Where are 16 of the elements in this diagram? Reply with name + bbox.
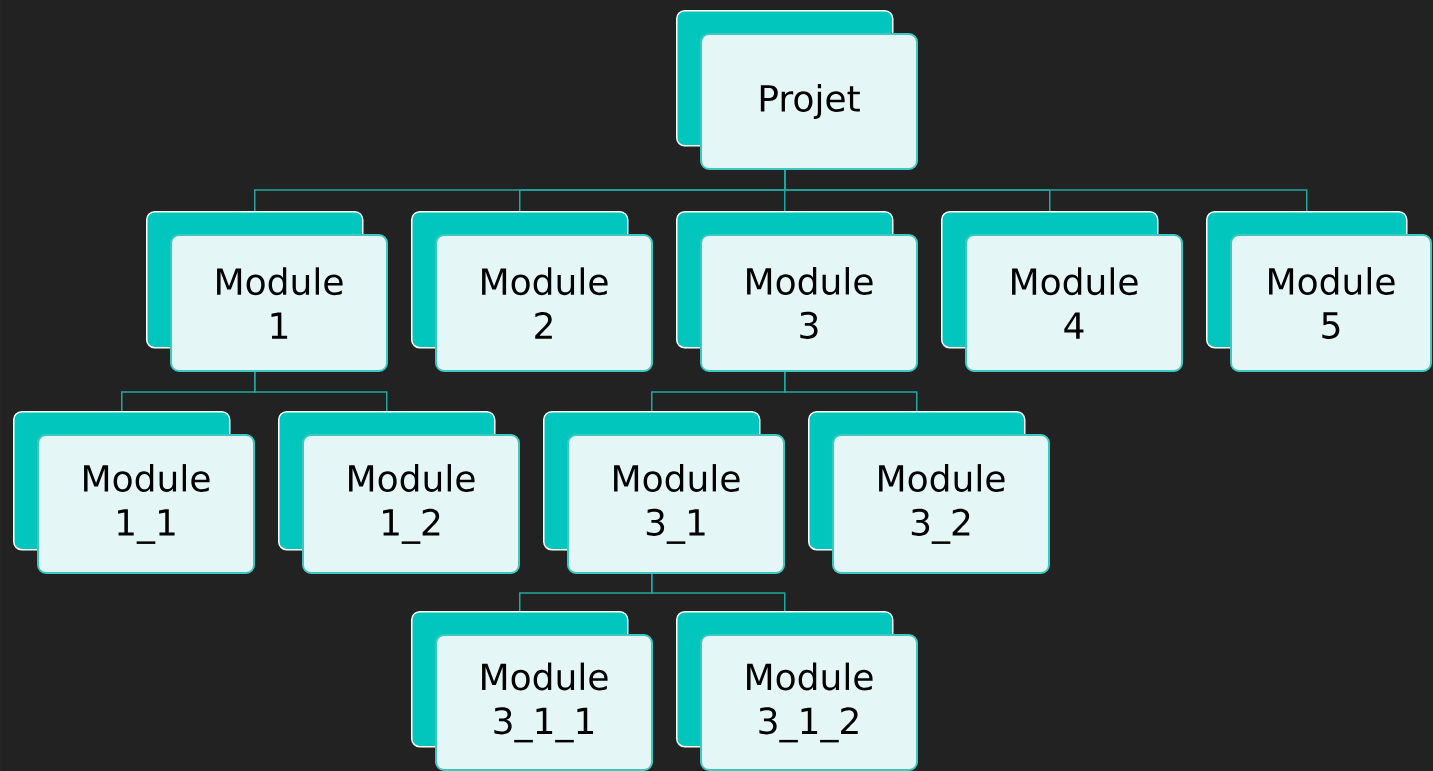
module-box: Module 3_1_2 [676, 611, 918, 771]
module-box: Module 1_1 [13, 411, 255, 574]
module-box: Module 3_1 [543, 411, 785, 574]
connector-line [254, 371, 388, 412]
module-box: Module 5 [1206, 211, 1432, 372]
connector-line [784, 371, 918, 412]
module-box: Module 3 [676, 211, 918, 372]
module-box: Module 1_2 [278, 411, 520, 574]
module-box: Module 3_2 [808, 411, 1050, 574]
connector-line [784, 169, 1308, 212]
module-box: Module 3_1_1 [411, 611, 653, 771]
module-box: Module 2 [411, 211, 653, 372]
connector-line [651, 573, 786, 612]
module-box: Projet [676, 10, 918, 170]
module-box: Module 4 [941, 211, 1183, 372]
module-box: Module 1 [146, 211, 388, 372]
